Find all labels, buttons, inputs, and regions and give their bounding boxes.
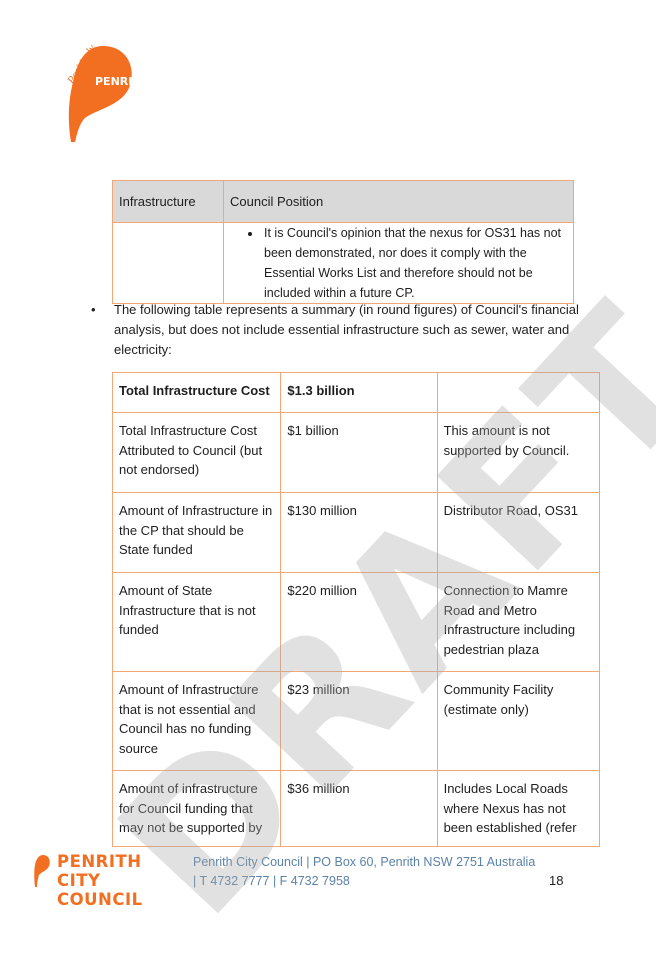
footer-phone: | T 4732 7777 | F 4732 7958 xyxy=(193,874,350,888)
header-infrastructure: Infrastructure xyxy=(112,180,224,223)
table-row: Amount of infrastructure for Council fun… xyxy=(111,770,601,847)
cell: $1.3 billion xyxy=(280,372,438,413)
position-bullet: It is Council's opinion that the nexus f… xyxy=(262,223,573,303)
footer-logo-mark-icon xyxy=(34,855,50,887)
footer-logo: PENRITH CITY COUNCIL xyxy=(33,852,191,909)
cell: Connection to Mamre Road and Metro Infra… xyxy=(436,572,601,672)
cell xyxy=(436,372,601,413)
page-number: 18 xyxy=(549,873,564,888)
cell-council-position: It is Council's opinion that the nexus f… xyxy=(223,222,574,304)
cell-infrastructure xyxy=(112,222,224,304)
cell: Total Infrastructure Cost Attributed to … xyxy=(111,412,282,493)
cell: Amount of Infrastructure that is not ess… xyxy=(111,671,282,771)
cell: Amount of infrastructure for Council fun… xyxy=(111,770,282,847)
bullet-dot-icon: • xyxy=(91,302,96,317)
cell: Distributor Road, OS31 xyxy=(436,492,601,573)
cell: $23 million xyxy=(280,671,438,771)
cell: $1 billion xyxy=(280,412,438,493)
cell: Total Infrastructure Cost xyxy=(111,372,282,413)
table-row: Total Infrastructure Cost $1.3 billion xyxy=(111,372,601,413)
footer-contact: Penrith City Council | PO Box 60, Penrit… xyxy=(193,853,535,891)
table-row: Amount of State Infrastructure that is n… xyxy=(111,572,601,672)
financial-summary-table: Total Infrastructure Cost $1.3 billion T… xyxy=(111,372,601,847)
cell: Community Facility (estimate only) xyxy=(436,671,601,771)
summary-text: The following table represents a summary… xyxy=(114,302,579,357)
penrith-logo: PENRITH Positively xyxy=(55,38,155,148)
cell: $36 million xyxy=(280,770,438,847)
logo-name: PENRITH xyxy=(95,75,149,88)
table-row: Amount of Infrastructure in the CP that … xyxy=(111,492,601,573)
cell: $130 million xyxy=(280,492,438,573)
council-position-table: Infrastructure Council Position It is Co… xyxy=(112,180,574,304)
table-row: Total Infrastructure Cost Attributed to … xyxy=(111,412,601,493)
cell: Amount of State Infrastructure that is n… xyxy=(111,572,282,672)
footer-logo-line2: CITY COUNCIL xyxy=(57,871,143,909)
cell: This amount is not supported by Council. xyxy=(436,412,601,493)
cell: Amount of Infrastructure in the CP that … xyxy=(111,492,282,573)
penrith-logo-mark-icon: PENRITH Positively xyxy=(65,43,149,142)
cell: $220 million xyxy=(280,572,438,672)
footer-address: Penrith City Council | PO Box 60, Penrit… xyxy=(193,855,536,869)
table-row: Amount of Infrastructure that is not ess… xyxy=(111,671,601,771)
footer-logo-line1: PENRITH xyxy=(57,852,142,871)
header-council-position: Council Position xyxy=(223,180,574,223)
cell: Includes Local Roads where Nexus has not… xyxy=(436,770,601,847)
summary-bullet: • The following table represents a summa… xyxy=(84,300,604,360)
